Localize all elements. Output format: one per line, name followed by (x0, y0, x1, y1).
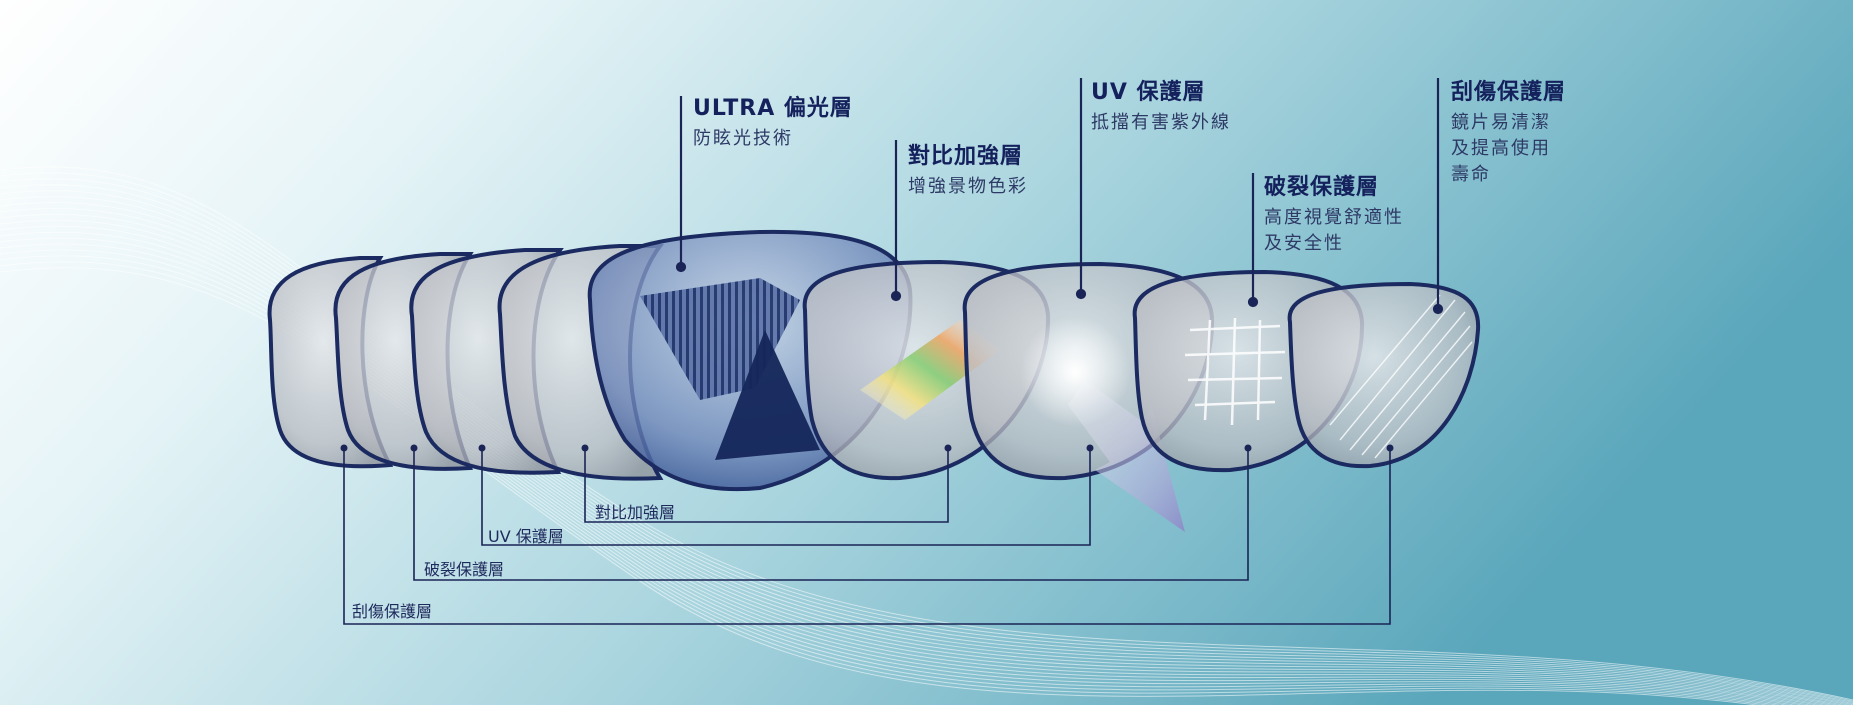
polarizer-dark-triangle (715, 330, 820, 460)
callout-uv (1075, 78, 1087, 300)
label-uv-line-1: 抵擋有害紫外線 (1091, 112, 1231, 133)
swoosh-line (0, 213, 1833, 705)
swoosh-line (0, 178, 1853, 703)
label-shatter-line-1: 高度視覺舒適性 (1264, 207, 1404, 228)
label-shatter-title: 破裂保護層 (1264, 175, 1380, 200)
swoosh-line (0, 231, 1813, 705)
connector-uv (481, 448, 1091, 546)
label-contrast-title: 對比加強層 (908, 144, 1024, 169)
label-shatter: 破裂保護層 高度視覺舒適性 及安全性 (1264, 169, 1404, 257)
callout-scratch (1432, 78, 1444, 315)
label-scratch-line-1: 鏡片易清潔 (1451, 112, 1551, 133)
swoosh-line (0, 208, 1839, 705)
label-uv: UV 保護層 抵擋有害紫外線 (1091, 74, 1231, 136)
swoosh-line (0, 249, 1790, 705)
label-scratch: 刮傷保護層 鏡片易清潔 及提高使用 壽命 (1451, 74, 1566, 188)
bottom-label-scratch: 刮傷保護層 (352, 602, 433, 621)
shatter-grid (1184, 317, 1286, 426)
top-callouts (675, 78, 1444, 315)
bottom-label-shatter: 破裂保護層 (424, 560, 505, 579)
swoosh-line (0, 237, 1805, 705)
connector-contrast (584, 448, 949, 523)
bottom-label-uv: UV 保護層 (488, 527, 564, 546)
swoosh-line (0, 184, 1853, 705)
label-scratch-line-2: 及提高使用 (1451, 138, 1551, 159)
label-scratch-title: 刮傷保護層 (1451, 80, 1567, 105)
callout-shatter (1247, 173, 1259, 308)
callout-contrast (890, 140, 902, 302)
connector-shatter (413, 448, 1249, 581)
swoosh-line (0, 261, 1772, 705)
swoosh-line (0, 166, 1853, 701)
swoosh-line (0, 202, 1845, 705)
connector-scratch (343, 448, 1391, 625)
scratch-lines (1329, 294, 1473, 459)
background-swoosh-lines (0, 166, 1853, 705)
lens-scratch (1287, 281, 1481, 469)
uv-deflect-arrow (1068, 380, 1185, 532)
swoosh-line (0, 243, 1798, 705)
label-uv-title: UV 保護層 (1091, 80, 1206, 105)
label-ultra-line-1: 防眩光技術 (693, 128, 793, 149)
swoosh-line (0, 172, 1853, 702)
swoosh-line (0, 190, 1853, 705)
connector-dots (340, 444, 1394, 452)
label-contrast: 對比加強層 增強景物色彩 (908, 138, 1028, 200)
bottom-label-contrast: 對比加強層 (595, 503, 676, 522)
label-shatter-line-2: 及安全性 (1264, 233, 1344, 254)
swoosh-line (0, 267, 1761, 705)
swoosh-line (0, 219, 1826, 705)
label-contrast-line-1: 增強景物色彩 (908, 176, 1028, 197)
lens-stack (267, 229, 1481, 532)
label-scratch-line-3: 壽命 (1451, 164, 1491, 185)
label-ultra-title: ULTRA 偏光層 (693, 96, 853, 121)
swoosh-line (0, 225, 1820, 705)
callout-ultra (675, 96, 687, 273)
bottom-connectors (343, 448, 1391, 625)
label-ultra: ULTRA 偏光層 防眩光技術 (693, 90, 853, 152)
